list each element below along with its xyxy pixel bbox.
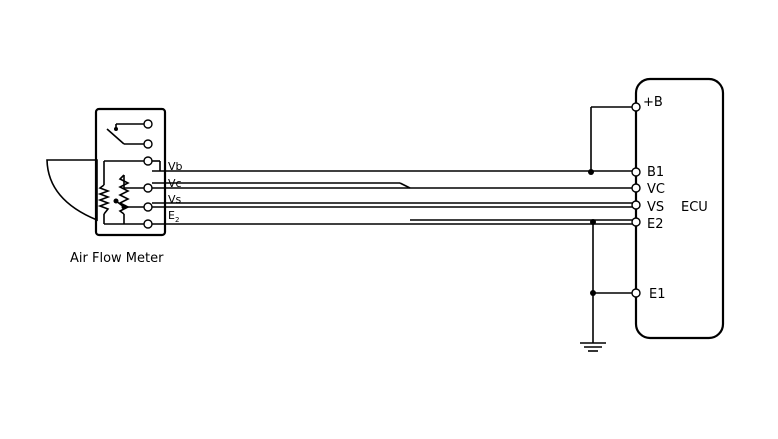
ecu-terminal-label-plus-b: +B <box>643 95 663 110</box>
air-intake-funnel <box>46 159 98 222</box>
ecu-terminal-label-vs: VS <box>647 200 664 215</box>
afm-pin-label-e2: E <box>168 209 175 222</box>
resistor-icon <box>97 184 111 215</box>
afm-terminal <box>143 139 153 149</box>
afm-terminal-vb <box>143 156 153 166</box>
afm-terminal-vs <box>143 202 153 212</box>
ground-icon <box>580 342 606 352</box>
b1-jumper <box>588 106 634 175</box>
air-flow-meter-label: Air Flow Meter <box>70 251 164 266</box>
ecu-terminal-label-e1: E1 <box>649 287 666 302</box>
ground-branch <box>580 219 634 352</box>
afm-pin-label-e2-subscript: 2 <box>175 216 179 224</box>
ecu-terminal-label-vc: VC <box>647 182 665 197</box>
air-flow-meter-box <box>94 107 167 237</box>
ecu-terminal-b1 <box>631 167 641 177</box>
afm-pin-label-vb: Vb <box>168 160 183 173</box>
ecu-terminal-label-b1: B1 <box>647 165 664 180</box>
ecu-label: ECU <box>681 200 708 215</box>
ecu-terminal-vs <box>631 200 641 210</box>
ecu-terminal-plus-b <box>631 102 641 112</box>
afm-terminal-e2 <box>143 219 153 229</box>
afm-pin-label-vs: Vs <box>168 193 182 206</box>
switch-icon <box>106 123 147 145</box>
harness-wires <box>152 160 634 225</box>
ecu-terminal-vc <box>631 183 641 193</box>
afm-terminal <box>143 119 153 129</box>
ecu-terminal-e2 <box>631 217 641 227</box>
ecu-terminal-e1 <box>631 288 641 298</box>
ecu-terminal-label-e2: E2 <box>647 217 664 232</box>
ecu: +B B1 VC VS E2 E1 ECU <box>631 77 725 340</box>
afm-terminal-vc <box>143 183 153 193</box>
